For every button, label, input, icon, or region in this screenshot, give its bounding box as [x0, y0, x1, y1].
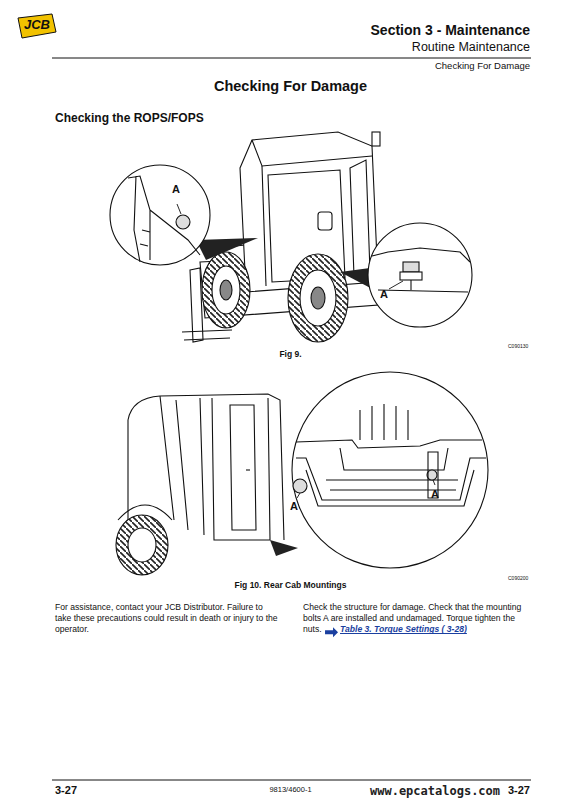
page-number: 3-27	[55, 784, 77, 797]
detail-view	[110, 165, 210, 265]
section-subheader: Routine Maintenance	[412, 40, 530, 54]
detail-view	[292, 372, 488, 568]
footer-rule	[52, 780, 531, 781]
body-paragraph-block: Check the structure for damage. Check th…	[303, 602, 531, 636]
figure-caption: Fig 9.	[0, 350, 581, 360]
figure-caption: Fig 10. Rear Cab Mountings	[0, 581, 581, 591]
detail-view	[368, 223, 472, 327]
callout-letter: A	[431, 488, 439, 501]
logo	[18, 14, 56, 38]
header-rule	[52, 58, 531, 59]
body-paragraph: For assistance, contact your JCB Distrib…	[55, 602, 281, 636]
callout-letter: A	[290, 500, 298, 513]
watermark: www.epcatalogs.com	[370, 785, 500, 799]
cross-reference: Table 3. Torque Settings ( 3-28)	[340, 624, 467, 634]
page-number: 3-27	[508, 784, 530, 797]
callout-letter: A	[172, 183, 180, 196]
figure-code: C090200	[508, 576, 528, 582]
cab-side-drawing	[116, 394, 298, 575]
callout-letter: A	[380, 288, 388, 301]
page-title: Checking For Damage	[0, 78, 581, 95]
logo-text: JCB	[24, 18, 50, 33]
subheading: Checking the ROPS/FOPS	[55, 112, 204, 126]
link-icon	[325, 627, 338, 637]
running-header: Checking For Damage	[435, 61, 530, 72]
section-header: Section 3 - Maintenance	[371, 22, 530, 38]
figure-code: C090130	[508, 344, 528, 350]
